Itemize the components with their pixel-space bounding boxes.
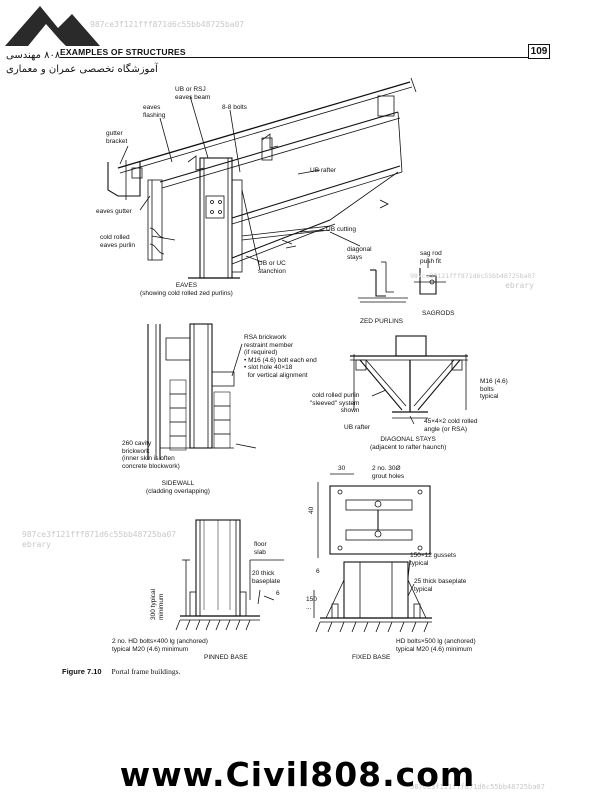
caption-eaves: EAVES (showing cold rolled zed purlins) <box>140 282 233 297</box>
figure-caption: Figure 7.10 Portal frame buildings. <box>62 667 180 676</box>
caption-pinned-base: PINNED BASE <box>204 654 248 661</box>
footer-url[interactable]: www.Civil808.com <box>119 755 476 794</box>
site-name: ۸۰۸ مهندسی <box>6 50 61 61</box>
label-diagonal-stays: diagonal stays <box>347 246 372 261</box>
watermark-bottom: 987ce3f121fff871d6c55bb48725ba07 <box>410 783 545 791</box>
caption-sagrods: SAGRODS <box>422 310 455 317</box>
label-25-baseplate: 25 thick baseplate typical <box>414 578 467 593</box>
label-stanchion: UB or UC stanchion <box>258 260 286 275</box>
site-tagline: آموزشگاه تخصصی عمران و معماری <box>6 64 158 75</box>
label-cold-rolled-purlin: cold rolled eaves purlin <box>100 234 136 249</box>
label-300-typical: 300 typical minimum <box>150 588 165 620</box>
label-rsa-restraint: RSA brickwork restraint member (if requi… <box>244 334 317 379</box>
figure-text: Portal frame buildings. <box>111 667 181 676</box>
caption-diagonal-stays: DIAGONAL STAYS (adjacent to rafter haunc… <box>370 436 447 451</box>
watermark-left: 987ce3f121fff871d6c55bb48725ba07 <box>22 530 177 539</box>
caption-zed-purlins: ZED PURLINS <box>360 318 403 325</box>
label-20-baseplate: 20 thick baseplate <box>252 570 281 585</box>
label-sag-rod: sag rod push fit <box>420 250 442 265</box>
running-header: EXAMPLES OF STRUCTURES <box>60 47 186 57</box>
label-eaves-gutter: eaves gutter <box>96 208 132 215</box>
header-rule <box>60 57 528 58</box>
label-angle: 45×4×2 cold rolled angle (or RSA) <box>424 418 478 433</box>
label-bolts: 8-8 bolts <box>222 104 247 111</box>
label-cavity-brickwork: 260 cavity brickwork (inner skin is ofte… <box>122 440 180 470</box>
watermark-ebrary-left: ebrary <box>22 540 51 549</box>
caption-fixed-base: FIXED BASE <box>352 654 391 661</box>
sagrods-detail <box>414 258 446 295</box>
label-fixed-bolts: HD bolts×500 lg (anchored) typical M20 (… <box>396 638 476 653</box>
eaves-detail <box>107 77 417 279</box>
label-eaves-flashing: eaves flashing <box>143 104 166 119</box>
label-m16-bolts: M16 (4.6) bolts typical <box>480 378 508 400</box>
label-ub-rafter: UB rafter <box>310 167 337 174</box>
pinned-base-detail <box>175 519 284 631</box>
sidewall-detail <box>147 323 257 460</box>
label-fixed-dim-6: 6 <box>316 568 320 575</box>
diagonal-stays-detail <box>350 335 468 425</box>
site-logo <box>5 6 100 46</box>
zed-purlin-detail <box>358 261 408 303</box>
label-sleeved-purlin: cold rolled purlin "sleeved" system show… <box>310 392 360 414</box>
label-ub-cutting: UB cutting <box>326 226 356 233</box>
page-number: 109 <box>528 44 550 59</box>
watermark-mid: 987ce3f121fff871d6c55bb48725ba07 <box>410 272 536 280</box>
label-grout-holes: 2 no. 30Ø grout holes <box>372 465 405 480</box>
label-fixed-dim-150: 150 ... <box>306 596 317 611</box>
fixed-base-detail <box>313 473 432 633</box>
label-floor-slab: floor slab <box>254 541 267 556</box>
label-pinned-dim-6: 6 <box>276 590 280 597</box>
label-diag-ub-rafter: UB rafter <box>344 424 371 431</box>
watermark-top: 987ce3f121fff871d6c55bb48725ba07 <box>90 20 245 29</box>
label-gutter-bracket: gutter bracket <box>106 130 128 145</box>
label-ub-eaves-beam: UB or RSJ eaves beam <box>175 86 211 101</box>
watermark-ebrary-mid: ebrary <box>505 281 534 290</box>
label-fixed-dim-40: 40 <box>308 506 315 514</box>
label-pinned-bolts: 2 no. HD bolts×400 lg (anchored) typical… <box>112 638 208 653</box>
label-gussets: 150×12 gussets typical <box>410 552 457 567</box>
figure-label: Figure 7.10 <box>62 667 102 676</box>
label-fixed-dim-30: 30 <box>338 465 346 472</box>
caption-sidewall: SIDEWALL (cladding overlapping) <box>146 480 210 495</box>
